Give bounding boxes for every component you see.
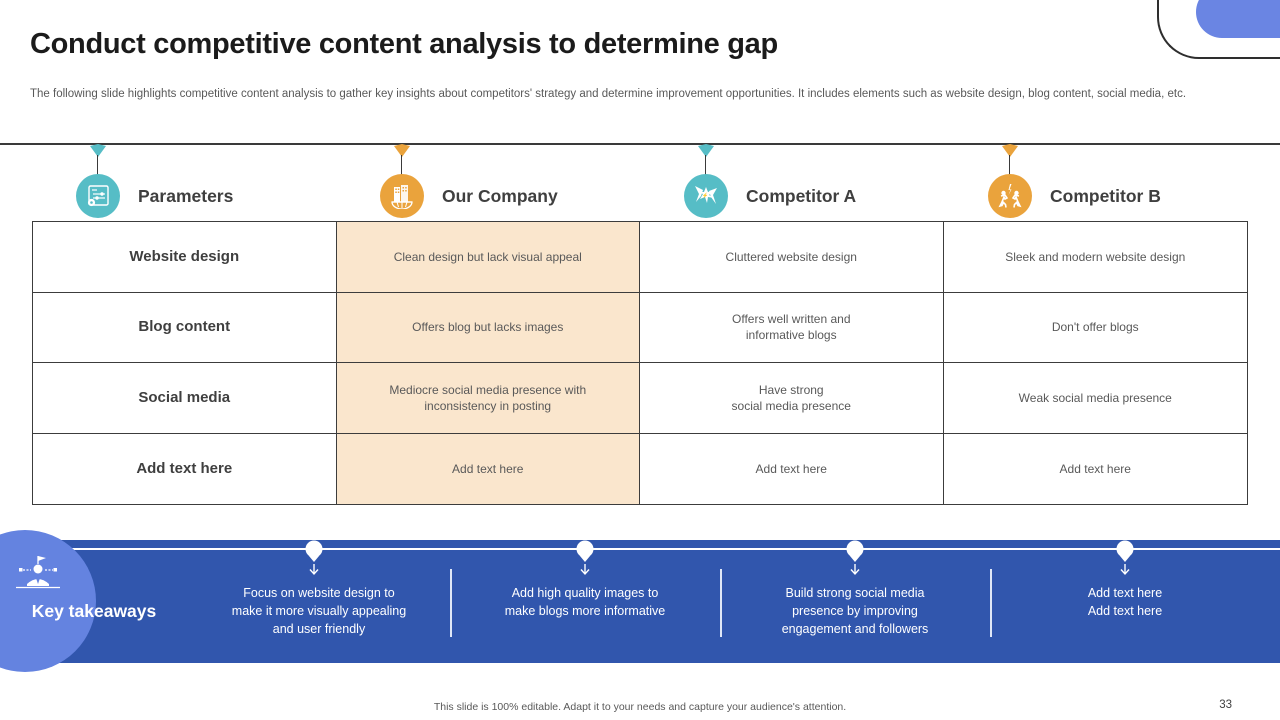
table-cell-competitor-a: Have strong social media presence [640,363,944,434]
table-cell-competitor-b: Don't offer blogs [943,293,1247,363]
column-header-competitor-b: Competitor B [944,143,1248,223]
column-label: Our Company [442,186,558,206]
table-cell-our-company: Add text here [336,433,640,504]
takeaway-divider [720,569,722,637]
editable-note: This slide is 100% editable. Adapt it to… [433,701,847,713]
company-buildings-icon [380,174,424,218]
svg-text:⚡: ⚡ [702,192,708,199]
column-label: Competitor B [1050,186,1161,206]
table-cell-our-company: Offers blog but lacks images [336,292,640,363]
takeaway-item: Add text here Add text here [1087,586,1163,618]
corner-pill-decoration [1196,0,1280,38]
diamond-marker-icon [1002,144,1018,157]
timeline-pin-icon [305,540,323,576]
page-subtitle: The following slide highlights competiti… [30,88,1187,100]
header-divider-line [0,143,1280,145]
connector-line [705,155,707,175]
table-cell-competitor-b: Sleek and modern website design [943,222,1247,293]
table-cell-competitor-a: Offers well written and informative blog… [640,292,944,363]
presenter-person-icon [16,556,60,589]
table-cell-parameter: Social media [33,363,337,434]
takeaway-item: Add high quality images to make blogs mo… [504,586,666,618]
timeline-pin-icon [576,540,594,576]
column-label: Competitor A [746,186,857,206]
column-header-parameters: Parameters [32,143,336,223]
table-cell-competitor-a: Add text here [640,433,944,504]
column-header-competitor-a: ⚡ Competitor A [640,143,944,223]
table-cell-competitor-a: Cluttered website design [640,222,944,293]
racing-competitors-icon [988,174,1032,218]
timeline-pin-icon [846,540,864,576]
parameters-settings-icon [76,174,120,218]
takeaway-divider [990,569,992,637]
diamond-marker-icon [698,144,714,157]
timeline-pin-icon [1116,540,1134,576]
diamond-marker-icon [90,144,106,157]
connector-line [97,155,99,175]
table-cell-competitor-b: Weak social media presence [943,363,1247,434]
corner-outline-decoration [1157,0,1280,59]
table-cell-parameter: Website design [33,222,337,293]
table-cell-parameter: Add text here [33,433,337,504]
takeaways-timeline [0,548,1280,550]
table-cell-competitor-b: Add text here [1059,461,1131,476]
table-cell-parameter: Blog content [33,292,337,363]
takeaway-divider [450,569,452,637]
clash-burst-icon: ⚡ [684,174,728,218]
diamond-marker-icon [394,144,410,157]
key-takeaways-band [0,540,1280,663]
takeaway-item: Build strong social media presence by im… [781,586,929,636]
key-takeaways-label: Key takeaways [31,601,157,621]
comparison-table: Website design Clean design but lack vis… [32,221,1248,505]
connector-line [401,155,403,175]
page-title: Conduct competitive content analysis to … [30,28,778,60]
page-number: 33 [1219,699,1232,711]
column-label: Parameters [138,186,234,206]
takeaway-item: Focus on website design to make it more … [231,586,407,636]
column-header-our-company: Our Company [336,143,640,223]
table-cell-our-company: Clean design but lack visual appeal [336,222,640,293]
table-cell-our-company: Mediocre social media presence with inco… [336,363,640,434]
connector-line [1009,155,1011,175]
